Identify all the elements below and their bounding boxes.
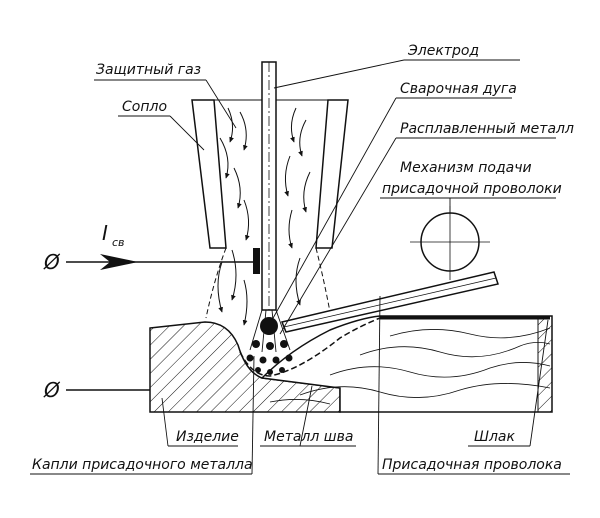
gas-flow-arrows (217, 107, 311, 326)
label-feed-mechanism-2: присадочной проволоки (382, 181, 562, 197)
current-contact (253, 248, 260, 274)
current-arrow (100, 254, 138, 270)
label-shielding-gas: Защитный газ (96, 62, 201, 78)
gas-plume (205, 247, 331, 319)
label-filler-drops: Капли присадочного металла (32, 457, 253, 473)
current-subscript: св (112, 236, 125, 249)
label-filler-wire: Присадочная проволока (382, 457, 562, 473)
filler-wire (280, 271, 499, 333)
label-slag: Шлак (474, 429, 515, 445)
current-symbol: I (102, 221, 108, 245)
weld-pool (239, 317, 381, 377)
terminal-bottom: Ø (43, 378, 61, 402)
label-feed-mechanism-1: Механизм подачи (400, 160, 532, 176)
molten-drop-large (260, 317, 278, 335)
weld-texture (269, 327, 551, 405)
label-welding-arc: Сварочная дуга (400, 81, 517, 97)
label-electrode: Электрод (407, 43, 479, 59)
leader-lines (30, 59, 570, 475)
terminal-top: Ø (43, 250, 61, 274)
label-nozzle: Сопло (122, 99, 167, 115)
nozzle-left-wall (191, 99, 227, 249)
label-molten-metal: Расплавленный металл (400, 121, 574, 137)
workpiece-right (260, 315, 553, 413)
nozzle-right-wall (315, 99, 349, 249)
filler-drops (246, 340, 293, 375)
workpiece-right-edge (537, 315, 553, 413)
label-weld-metal: Металл шва (264, 429, 353, 445)
label-workpiece: Изделие (176, 429, 239, 445)
